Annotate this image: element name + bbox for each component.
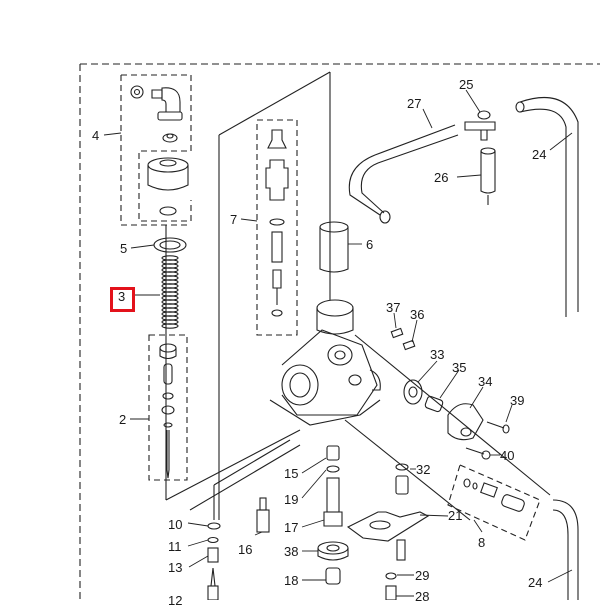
callout-24-top[interactable]: 24 <box>532 147 547 162</box>
callout-40[interactable]: 40 <box>500 448 515 463</box>
callout-39[interactable]: 39 <box>510 393 525 408</box>
callout-15[interactable]: 15 <box>284 466 299 481</box>
carburetor-body <box>269 299 381 426</box>
callout-5[interactable]: 5 <box>120 241 128 256</box>
callout-33[interactable]: 33 <box>430 347 445 362</box>
part-28-screw <box>385 585 397 600</box>
part-15-jet <box>326 445 340 461</box>
part-3-spring <box>161 255 179 329</box>
outer-dashed-frame <box>79 63 600 600</box>
part-26-tube <box>480 147 496 205</box>
part-37-screw <box>390 327 404 339</box>
callout-29[interactable]: 29 <box>415 568 430 583</box>
group-4-box <box>120 74 192 226</box>
group-8-box <box>447 464 541 541</box>
part-36-screw <box>402 339 416 351</box>
part-29-washer <box>385 572 397 580</box>
callout-26[interactable]: 26 <box>434 170 449 185</box>
group-2-box <box>148 334 188 481</box>
part-11-washer <box>207 536 219 544</box>
spring-coil <box>161 323 179 329</box>
callout-13[interactable]: 13 <box>168 560 183 575</box>
part-34-cover <box>447 403 484 441</box>
callout-11[interactable]: 11 <box>168 539 182 554</box>
part-8-screw <box>463 478 525 512</box>
callout-16[interactable]: 16 <box>238 542 253 557</box>
hose-27 <box>348 124 459 224</box>
callout-35[interactable]: 35 <box>452 360 467 375</box>
callout-24-bottom[interactable]: 24 <box>528 575 543 590</box>
part-4-cap <box>147 157 189 216</box>
part-25-tee <box>464 110 496 141</box>
part-4-fitting <box>130 85 183 143</box>
part-13-spring <box>207 547 219 563</box>
hose-24-bottom <box>552 499 579 600</box>
callout-19[interactable]: 19 <box>284 492 299 507</box>
callout-34[interactable]: 34 <box>478 374 493 389</box>
part-5-washer <box>153 237 187 253</box>
part-18-jet <box>325 567 341 585</box>
part-10-oring <box>207 522 221 530</box>
part-2-needle <box>159 343 177 479</box>
callout-4[interactable]: 4 <box>92 128 100 143</box>
part-21-plate <box>346 511 430 542</box>
part-needle-valve <box>395 475 409 561</box>
part-38-seal <box>317 541 349 561</box>
part-17-emulsion-tube <box>323 477 343 527</box>
part-12-screw <box>207 567 219 600</box>
part-32-oring <box>395 463 409 471</box>
diagonal-leaders <box>344 334 551 521</box>
callout-27[interactable]: 27 <box>407 96 422 111</box>
callout-10[interactable]: 10 <box>168 517 183 532</box>
callout-leaders <box>103 89 573 597</box>
part-35-spring <box>424 395 444 413</box>
callout-21[interactable]: 21 <box>448 508 463 523</box>
callout-8[interactable]: 8 <box>478 535 486 550</box>
callout-25[interactable]: 25 <box>459 77 474 92</box>
highlight-box-callout-3 <box>110 287 135 312</box>
callout-6[interactable]: 6 <box>366 237 374 252</box>
callout-28[interactable]: 28 <box>415 589 430 604</box>
part-33-diaphragm <box>403 379 423 405</box>
group-7-box <box>256 119 298 336</box>
part-19-oring <box>326 465 340 473</box>
leader-lines <box>165 71 331 520</box>
callout-36[interactable]: 36 <box>410 307 425 322</box>
callout-32[interactable]: 32 <box>416 462 431 477</box>
callout-7[interactable]: 7 <box>230 212 238 227</box>
callout-17[interactable]: 17 <box>284 520 299 535</box>
callout-37[interactable]: 37 <box>386 300 401 315</box>
part-16-screw <box>256 497 270 533</box>
callout-3[interactable]: 3 <box>118 289 126 304</box>
callout-38[interactable]: 38 <box>284 544 299 559</box>
hose-24-top <box>515 97 579 317</box>
part-6-cylinder <box>319 221 349 273</box>
part-39-screw <box>486 421 510 434</box>
callout-18[interactable]: 18 <box>284 573 299 588</box>
callout-12[interactable]: 12 <box>168 593 183 608</box>
part-7-jet <box>265 129 289 317</box>
part-40-screw <box>465 447 491 460</box>
callout-2[interactable]: 2 <box>119 412 127 427</box>
